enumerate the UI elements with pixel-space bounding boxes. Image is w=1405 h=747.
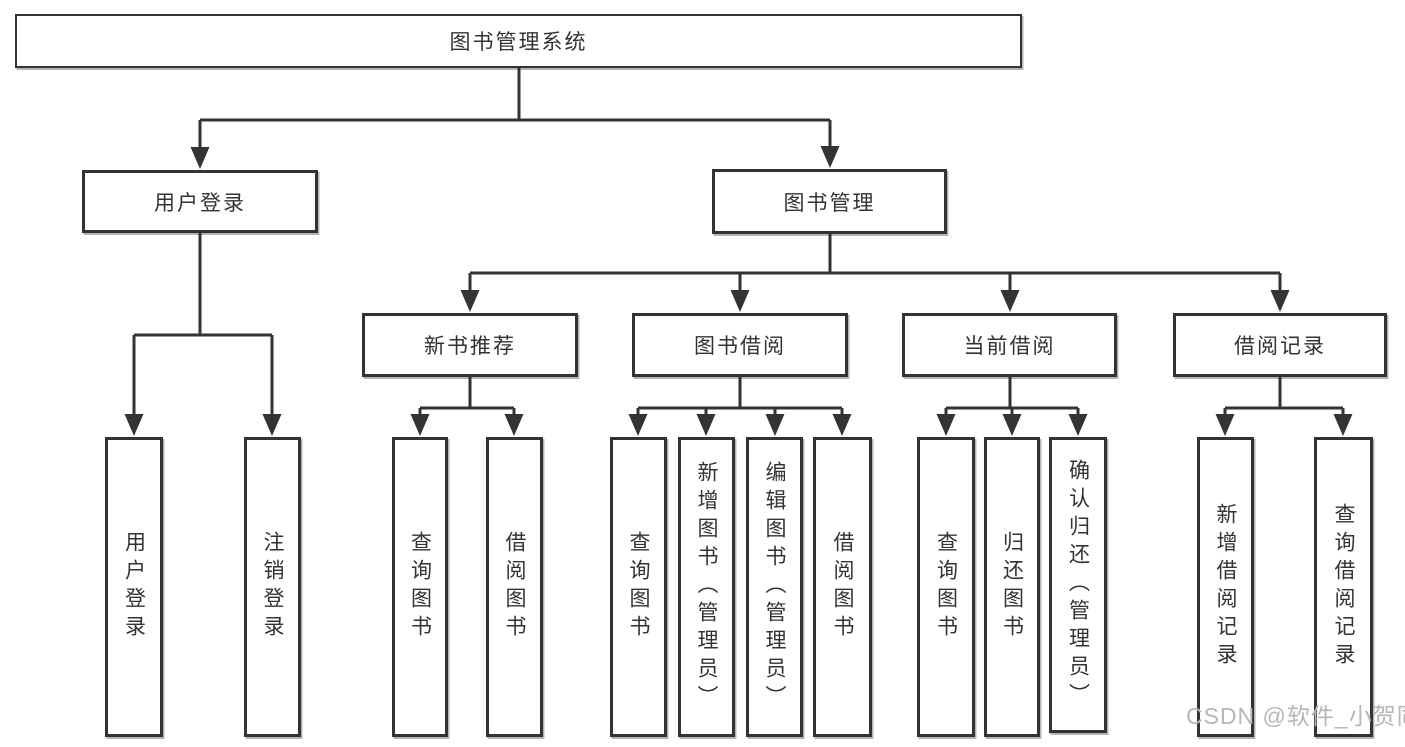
leaf-recommend-query-books: 查询图书 [392,437,448,737]
leaf-current-confirm-return-admin: 确认归还（管理员） [1049,437,1107,733]
node-library-management-system: 图书管理系统 [15,14,1022,68]
watermark: CSDN @软件_小贺同学 [1186,703,1405,729]
node-new-book-recommend: 新书推荐 [362,313,578,377]
leaf-borrowing-borrow-books: 借阅图书 [813,437,872,737]
leaf-logout: 注销登录 [244,437,301,737]
node-book-borrowing: 图书借阅 [632,313,848,377]
leaf-recommend-borrow-books: 借阅图书 [486,437,543,737]
leaf-user-login: 用户登录 [105,437,163,737]
leaf-current-return-books: 归还图书 [984,437,1040,737]
leaf-records-add-record: 新增借阅记录 [1197,437,1254,737]
leaf-borrowing-add-books-admin: 新增图书（管理员） [678,437,735,737]
node-borrowing-records: 借阅记录 [1173,313,1387,377]
leaf-current-query-books: 查询图书 [917,437,975,737]
node-book-management: 图书管理 [712,169,947,234]
leaf-records-query-record: 查询借阅记录 [1314,437,1373,737]
leaf-borrowing-query-books: 查询图书 [610,437,667,737]
node-current-borrowing: 当前借阅 [902,313,1117,377]
connector-lines [132,68,1345,415]
leaf-borrowing-edit-books-admin: 编辑图书（管理员） [746,437,803,737]
arrowhead-icons [124,146,1353,436]
node-user-login: 用户登录 [82,170,318,233]
